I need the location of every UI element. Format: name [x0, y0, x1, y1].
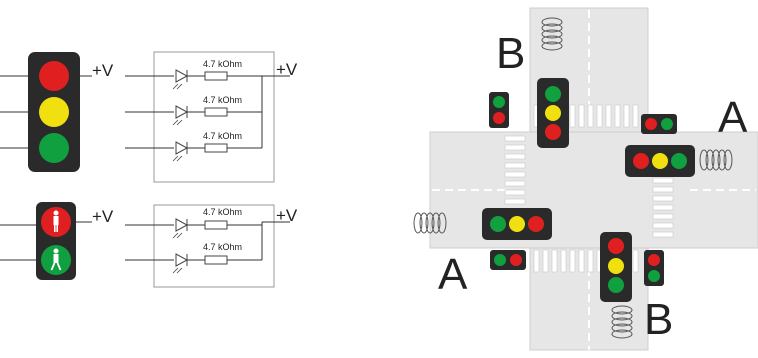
- led-circuit-vehicle: 4.7 kOhm 4.7 kOhm 4.7 kOhm +V: [125, 51, 298, 183]
- resistor: [204, 143, 228, 153]
- led-circuit-pedestrian: 4.7 kOhm 4.7 kOhm +V: [125, 204, 298, 288]
- signal-b-bottom: [600, 232, 632, 302]
- led-diode-icon: [172, 218, 188, 239]
- led-diode-icon: [172, 253, 188, 274]
- resistor: [204, 220, 228, 230]
- walking-figure-icon: [50, 248, 62, 271]
- pedestrian-traffic-light: +V: [0, 202, 114, 280]
- pedestrian-signal-bottom-left: [490, 250, 526, 270]
- pedestrian-signal-top-left: [489, 92, 509, 128]
- resistor-label: 4.7 kOhm: [203, 95, 242, 105]
- signal-a-left: [482, 208, 552, 240]
- approach-label-a-right: A: [718, 93, 748, 142]
- led-diode-icon: [172, 141, 188, 162]
- standing-figure-icon: [53, 210, 59, 232]
- resistor-label: 4.7 kOhm: [203, 59, 242, 69]
- supply-label: +V: [92, 61, 114, 80]
- crosswalk-right: [652, 177, 674, 238]
- approach-label-b-bottom: B: [644, 295, 673, 344]
- vehicle-traffic-light: +V: [0, 52, 114, 172]
- approach-label-a-left: A: [438, 250, 468, 299]
- supply-label: +V: [276, 60, 298, 79]
- circuit-frame: [153, 51, 275, 183]
- led-diode-icon: [172, 105, 188, 126]
- yellow-lamp: [39, 97, 69, 127]
- resistor-label: 4.7 kOhm: [203, 131, 242, 141]
- crosswalk-left: [504, 135, 526, 205]
- resistor: [204, 255, 228, 265]
- circuit-frame: [153, 204, 275, 288]
- supply-label: +V: [92, 207, 114, 226]
- supply-label: +V: [276, 206, 298, 225]
- intersection-map: B A A B: [413, 7, 758, 351]
- led-diode-icon: [172, 69, 188, 90]
- resistor-label: 4.7 kOhm: [203, 242, 242, 252]
- resistor: [204, 71, 228, 81]
- green-lamp: [39, 133, 69, 163]
- signal-a-right: [625, 145, 695, 177]
- pedestrian-signal-top-right: [641, 114, 677, 134]
- pedestrian-signal-bottom-right: [644, 250, 664, 286]
- resistor: [204, 107, 228, 117]
- resistor-label: 4.7 kOhm: [203, 207, 242, 217]
- signal-b-top: [537, 78, 569, 148]
- red-lamp: [39, 61, 69, 91]
- approach-label-b-top: B: [496, 29, 525, 78]
